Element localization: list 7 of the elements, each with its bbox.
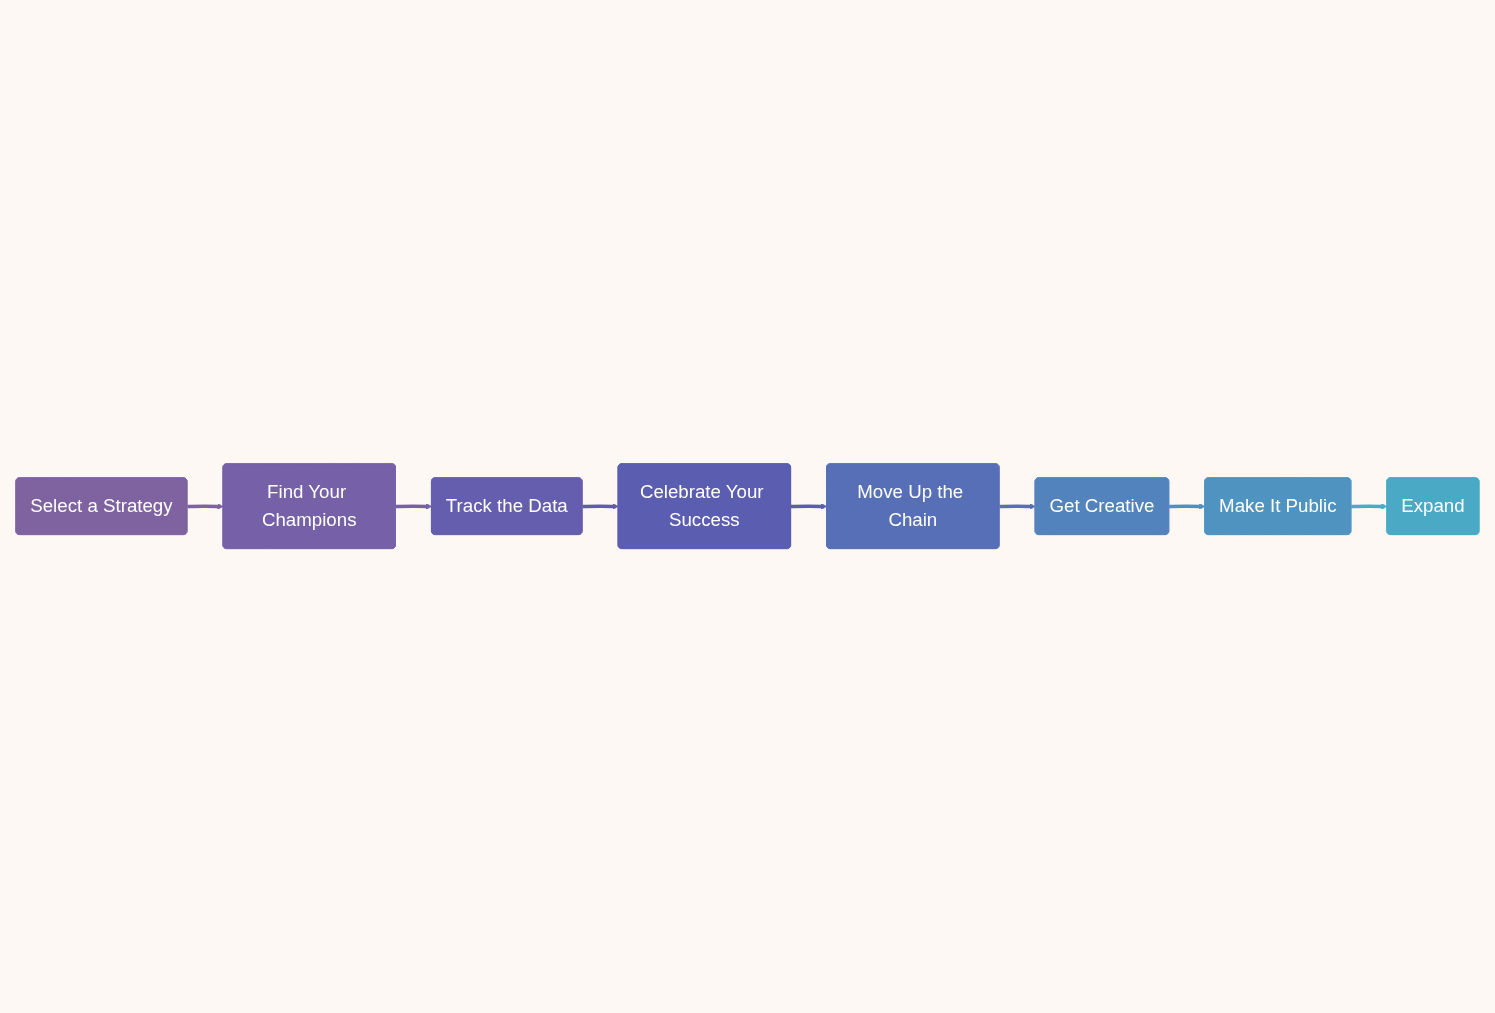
arrow [999,503,1036,510]
arrow [187,503,224,510]
arrow [791,503,828,510]
arrow [1169,503,1206,510]
arrow [1351,503,1388,510]
arrow [582,503,619,510]
arrow [395,503,433,510]
